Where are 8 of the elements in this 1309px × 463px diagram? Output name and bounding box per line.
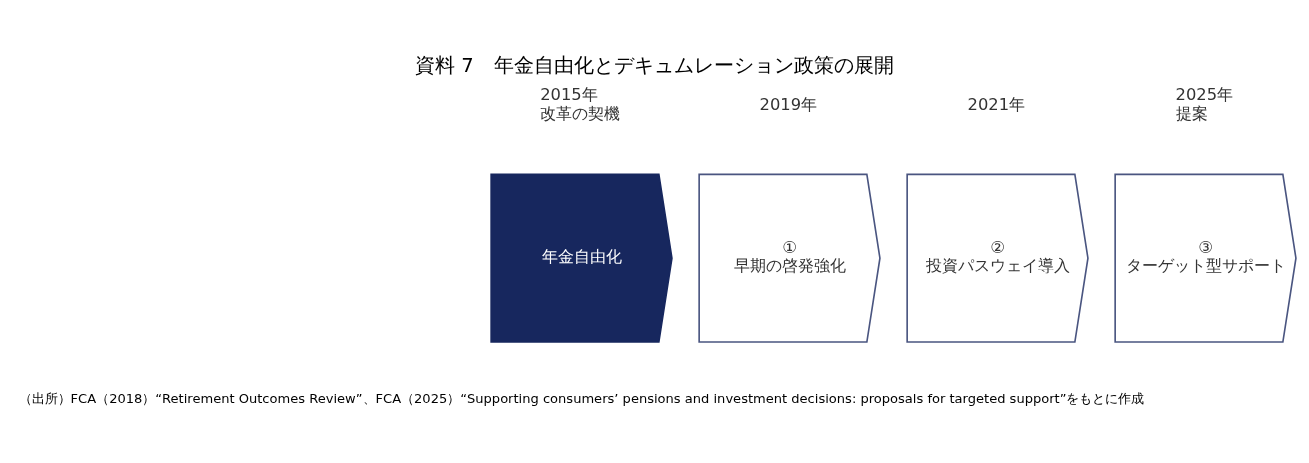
node-label: 2015年	[540, 85, 598, 105]
node-label: 改革の契機	[540, 103, 621, 123]
node-label: 2021年	[967, 94, 1026, 114]
caption: （出所）FCA（2018）“Retirement Outcomes Review”、FCA（2025）“Supporting consumers’ pensions and investment decisions: proposals for targeted support”をもとに作成	[18, 390, 1145, 406]
node-label: 2025年	[1175, 85, 1234, 105]
diagram-title: 資料 7 年金自由化とデキュムレーション政策の展開	[415, 54, 894, 78]
node-label: 2019年	[759, 94, 818, 114]
node-label: 提案	[1175, 103, 1208, 123]
